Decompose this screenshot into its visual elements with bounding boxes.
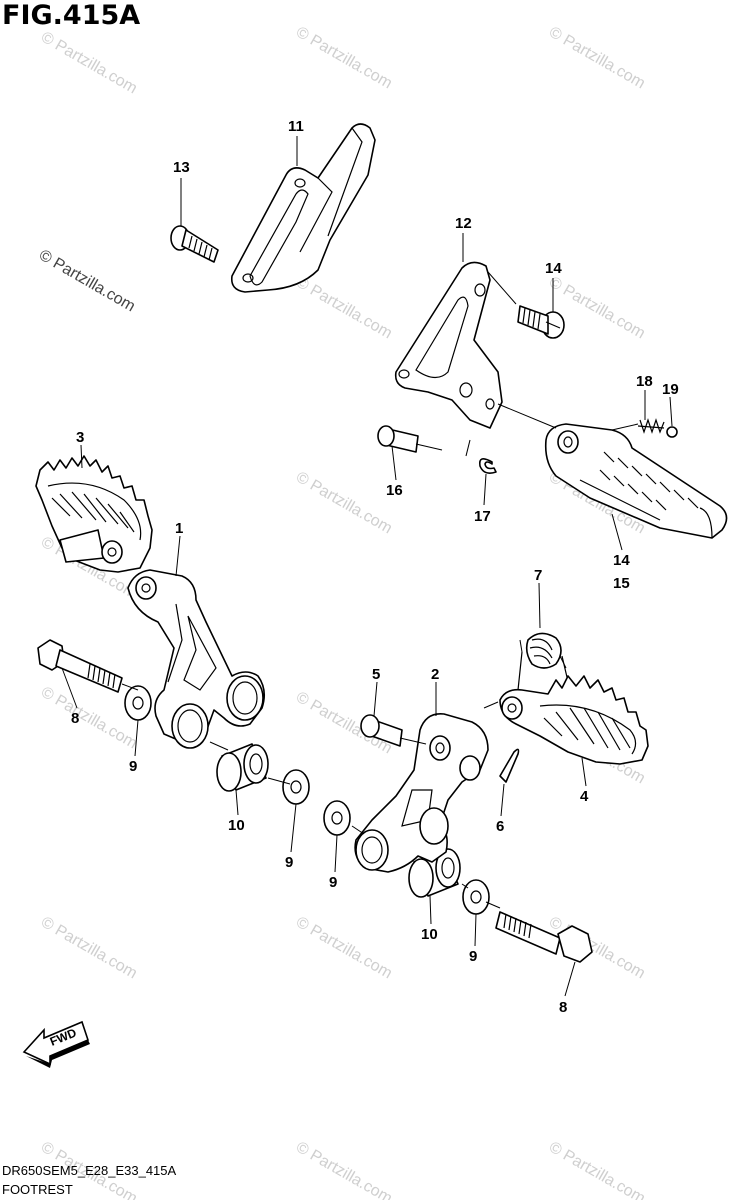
footrest-bracket-1 [127,569,266,749]
watermark: © Partzilla.com [293,24,395,93]
model-code: DR650SEM5_E28_E33_415A [2,1163,177,1178]
pin-16 [377,425,419,453]
spring-18 [637,418,665,434]
bolt-13-right [517,305,565,339]
callout-10: 10 [228,817,245,834]
callout-6: 6 [496,818,504,835]
bolt-13-upper [170,225,219,263]
watermark: © Partzilla.com [38,914,140,983]
watermark: © Partzilla.com [293,914,395,983]
callout-labels: 13 11 12 14 18 19 16 17 14 15 3 1 8 9 10… [71,118,679,1016]
callout-18: 18 [636,373,653,390]
pin-5 [360,714,403,747]
bushing-10-left [216,743,269,792]
callout-15: 15 [613,575,630,592]
clip-17 [478,458,497,474]
washer-9-c [323,800,351,836]
callout-12: 12 [455,215,472,232]
footrest-peg-3 [35,455,153,573]
bolt-8-left [37,639,123,693]
cotter-pin-6 [499,748,520,783]
callout-9: 9 [469,948,477,965]
callout-leaders [61,136,673,997]
watermark: © Partzilla.com [38,29,140,98]
callout-9: 9 [285,854,293,871]
ball-19 [666,426,678,438]
footrest-peg-4 [499,675,649,765]
callout-9: 9 [129,758,137,775]
footrest-bracket-2 [354,713,489,873]
callout-8: 8 [71,710,79,727]
bushing-10-right [408,848,461,898]
callout-14: 14 [613,552,630,569]
figure-title: FIG.415A [2,0,141,31]
watermark: © Partzilla.com [38,684,140,753]
watermark: © Partzilla.com [546,1139,648,1200]
callout-10: 10 [421,926,438,943]
washer-9-b [282,769,310,805]
washer-9-a [124,685,152,721]
washer-9-d [462,879,490,915]
section-name: FOOTREST [2,1182,73,1197]
callout-5: 5 [372,666,380,683]
watermark: © Partzilla.com [546,24,648,93]
watermark: © Partzilla.com [293,469,395,538]
watermark: © Partzilla.com [293,274,395,343]
callout-13: 13 [173,159,190,176]
footrest-bracket-12 [394,261,503,429]
assembly-lines [121,271,639,909]
heel-guard-11 [230,123,376,293]
footrest-peg-14-15 [544,423,728,539]
callout-16: 16 [386,482,403,499]
watermark: © Partzilla.com [293,1139,395,1200]
watermark-dark: © Partzilla.com [36,247,138,316]
fwd-arrow-icon: FWD [22,1020,90,1068]
callout-17: 17 [474,508,491,525]
callout-1: 1 [175,520,183,537]
callout-9: 9 [329,874,337,891]
callout-2: 2 [431,666,439,683]
callout-3: 3 [76,429,84,446]
callout-19: 19 [662,381,679,398]
bolt-8-right [495,911,593,963]
spring-7 [517,632,571,691]
callout-11: 11 [288,118,304,135]
callout-7: 7 [534,567,542,584]
callout-8: 8 [559,999,567,1016]
callout-13: 14 [545,260,562,277]
callout-4: 4 [580,788,589,805]
